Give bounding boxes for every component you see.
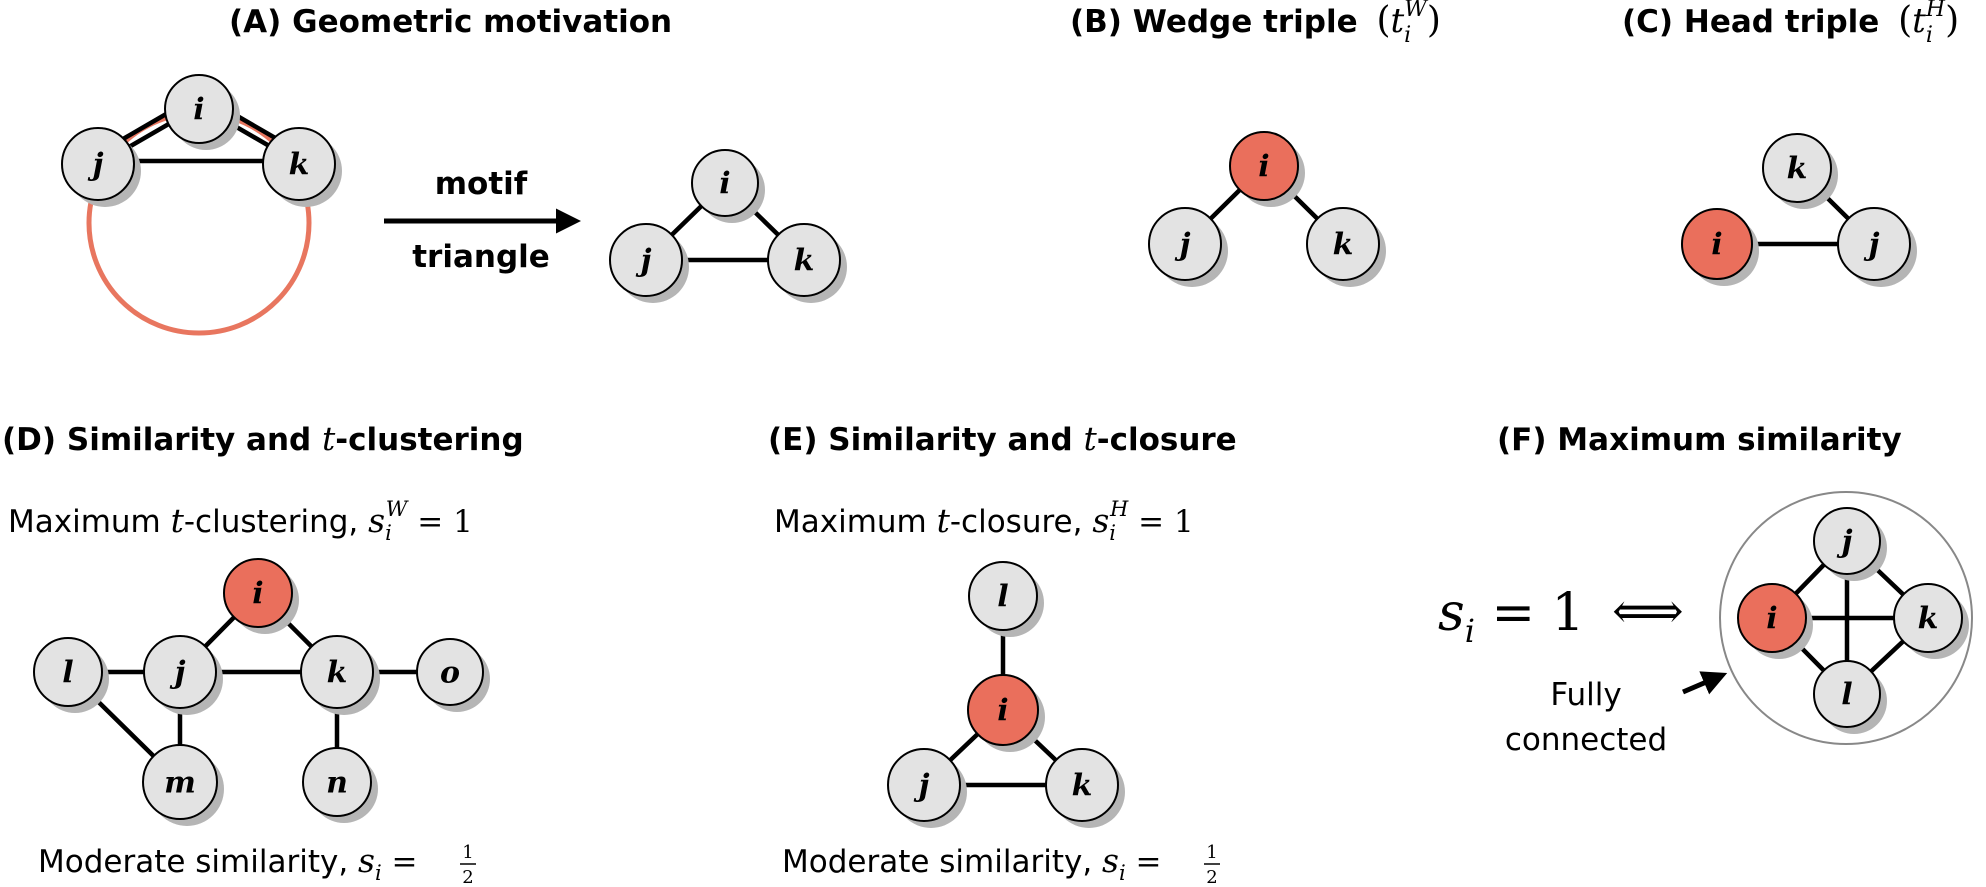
enclosing-circle (1719, 491, 1973, 745)
panel-c: (C) Head triple (tiH) k i j (1622, 0, 1959, 287)
svg-text:i: i (1711, 228, 1722, 263)
svg-text:l: l (997, 580, 1008, 615)
svg-text:i: i (252, 577, 263, 612)
node-b-k: k (1306, 207, 1386, 287)
node-d-k: k (300, 635, 380, 715)
arrow-label-motif: motif (435, 166, 528, 202)
node-d-i: i (223, 558, 299, 634)
svg-text:k: k (1333, 228, 1354, 263)
node-f-l: l (1813, 660, 1887, 734)
panel-f-equation: si = 1 (1438, 583, 1585, 650)
panel-f: (F) Maximum similarity si = 1 ⟺ Fully co… (1438, 422, 1973, 758)
panel-d-bottom-caption: Moderate similarity, si = (38, 841, 418, 885)
node-c-j: j (1837, 207, 1917, 287)
panel-d-frac-num: 1 (462, 842, 473, 863)
panel-e-frac-num: 1 (1206, 842, 1217, 863)
panel-e-bottom-caption: Moderate similarity, si = (782, 841, 1162, 885)
node-c-i: i (1681, 208, 1759, 286)
panel-a: (A) Geometric motivation i j k motif tri… (61, 4, 847, 336)
panel-d-title: (D) Similarity and t-clustering (2, 419, 524, 458)
svg-text:i: i (997, 694, 1008, 729)
svg-text:i: i (1766, 602, 1777, 637)
svg-text:k: k (1787, 152, 1808, 187)
node-f-i: i (1737, 583, 1813, 659)
panel-f-title: (F) Maximum similarity (1497, 422, 1902, 458)
svg-text:n: n (326, 766, 348, 801)
iff-arrow-icon: ⟺ (1612, 582, 1684, 640)
panel-d: (D) Similarity and t-clustering Maximum … (2, 419, 524, 887)
arrow-label-triangle: triangle (412, 239, 550, 275)
svg-text:l: l (1841, 678, 1852, 713)
node-a1-j: j (61, 127, 141, 207)
node-c-k: k (1762, 133, 1838, 209)
panel-b: (B) Wedge triple (tiW) i j k (1070, 0, 1441, 287)
svg-text:k: k (794, 244, 815, 279)
node-a2-k: k (767, 223, 847, 303)
fully-connected-arrow (1682, 671, 1728, 695)
node-f-k: k (1893, 583, 1969, 659)
node-d-m: m (142, 744, 224, 826)
node-d-n: n (302, 747, 378, 823)
panel-d-top-caption: Maximum t-clustering, siW = 1 (8, 497, 473, 545)
panel-c-title: (C) Head triple (tiH) (1622, 0, 1959, 48)
node-a1-i: i (164, 74, 240, 150)
svg-text:i: i (1258, 150, 1269, 185)
node-e-k: k (1045, 748, 1125, 828)
node-a2-i: i (691, 149, 765, 223)
node-f-j: j (1813, 507, 1887, 581)
svg-text:i: i (193, 93, 204, 128)
panel-d-frac-den: 2 (462, 867, 473, 887)
panel-f-label-line2: connected (1505, 722, 1667, 758)
panel-b-title: (B) Wedge triple (tiW) (1070, 0, 1441, 48)
node-e-j: j (887, 748, 967, 828)
svg-text:l: l (62, 656, 73, 691)
node-b-i: i (1229, 131, 1305, 207)
panel-f-label-line1: Fully (1550, 677, 1621, 713)
node-d-j: j (143, 635, 223, 715)
node-e-i: i (967, 674, 1045, 752)
node-e-l: l (968, 561, 1044, 637)
svg-text:o: o (440, 656, 460, 691)
node-d-o: o (416, 638, 490, 712)
node-d-l: l (33, 637, 109, 713)
svg-text:k: k (327, 656, 348, 691)
svg-text:k: k (1918, 602, 1939, 637)
svg-text:k: k (289, 148, 310, 183)
svg-text:i: i (719, 167, 730, 202)
panel-a-title: (A) Geometric motivation (229, 4, 672, 40)
panel-e: (E) Similarity and t-closure Maximum t-c… (768, 419, 1237, 887)
node-a2-j: j (609, 223, 689, 303)
panel-e-title: (E) Similarity and t-closure (768, 419, 1237, 458)
node-a1-k: k (262, 127, 342, 207)
svg-text:k: k (1072, 769, 1093, 804)
panel-e-frac-den: 2 (1206, 867, 1217, 887)
svg-text:m: m (164, 766, 196, 801)
node-b-j: j (1148, 207, 1228, 287)
panel-e-top-caption: Maximum t-closure, siH = 1 (774, 497, 1194, 545)
